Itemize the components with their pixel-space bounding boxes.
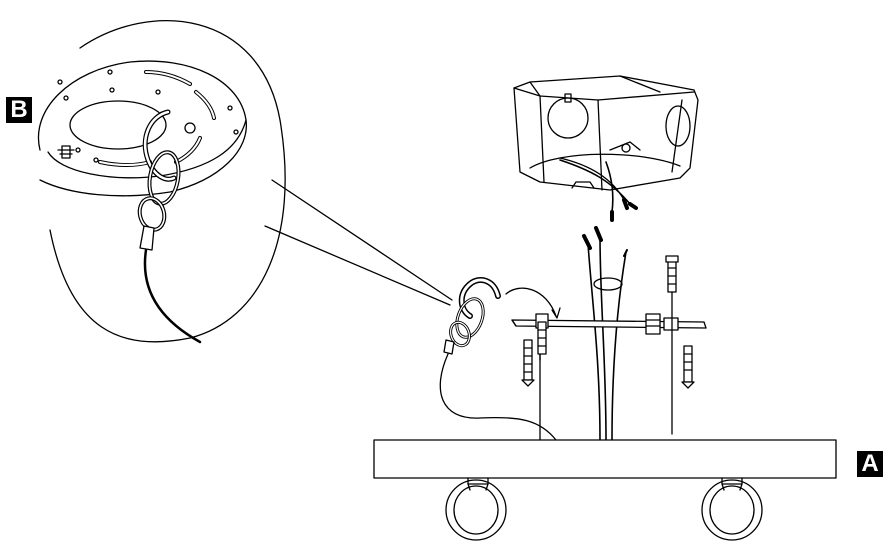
detail-screw xyxy=(62,146,70,158)
machine-screw-right-lower xyxy=(682,346,694,388)
strap-nut xyxy=(664,318,678,330)
knockout-hole xyxy=(666,106,690,146)
rotate-arrow xyxy=(506,288,560,318)
main-label-a: A xyxy=(857,451,883,477)
fixture-wires xyxy=(584,228,627,440)
fixture-canopy xyxy=(374,440,836,540)
wire-grommet xyxy=(594,278,622,290)
detail-hook-assembly xyxy=(136,112,200,342)
strap-nut xyxy=(646,314,660,334)
detail-magnifier xyxy=(38,21,452,342)
mounting-crossbar xyxy=(512,256,706,440)
detail-canopy-plate xyxy=(38,61,246,196)
canopy-plate xyxy=(374,440,836,478)
callout-line-top xyxy=(272,180,452,300)
detail-ferrule xyxy=(140,226,154,250)
detail-cable xyxy=(145,250,200,342)
safety-hook xyxy=(444,280,498,354)
suspension-loop-right xyxy=(702,478,762,540)
detail-hook-hole xyxy=(185,123,195,133)
detail-center-hole xyxy=(70,101,166,149)
detail-slot xyxy=(176,138,200,162)
machine-screw-right-upper xyxy=(666,256,678,434)
safety-cable xyxy=(440,354,556,440)
callout-line-bottom xyxy=(265,226,450,305)
knockout-hole xyxy=(548,98,588,138)
machine-screw-left xyxy=(522,330,540,440)
detail-slot xyxy=(196,92,214,118)
box-screw xyxy=(622,144,630,152)
machine-screw-left-top xyxy=(538,322,546,354)
detail-label-b: B xyxy=(6,97,32,123)
junction-box xyxy=(514,76,698,220)
detail-circle-outline xyxy=(50,21,285,342)
detail-slot xyxy=(146,72,190,84)
detail-hook xyxy=(145,112,174,179)
suspension-loop-left xyxy=(446,478,506,540)
